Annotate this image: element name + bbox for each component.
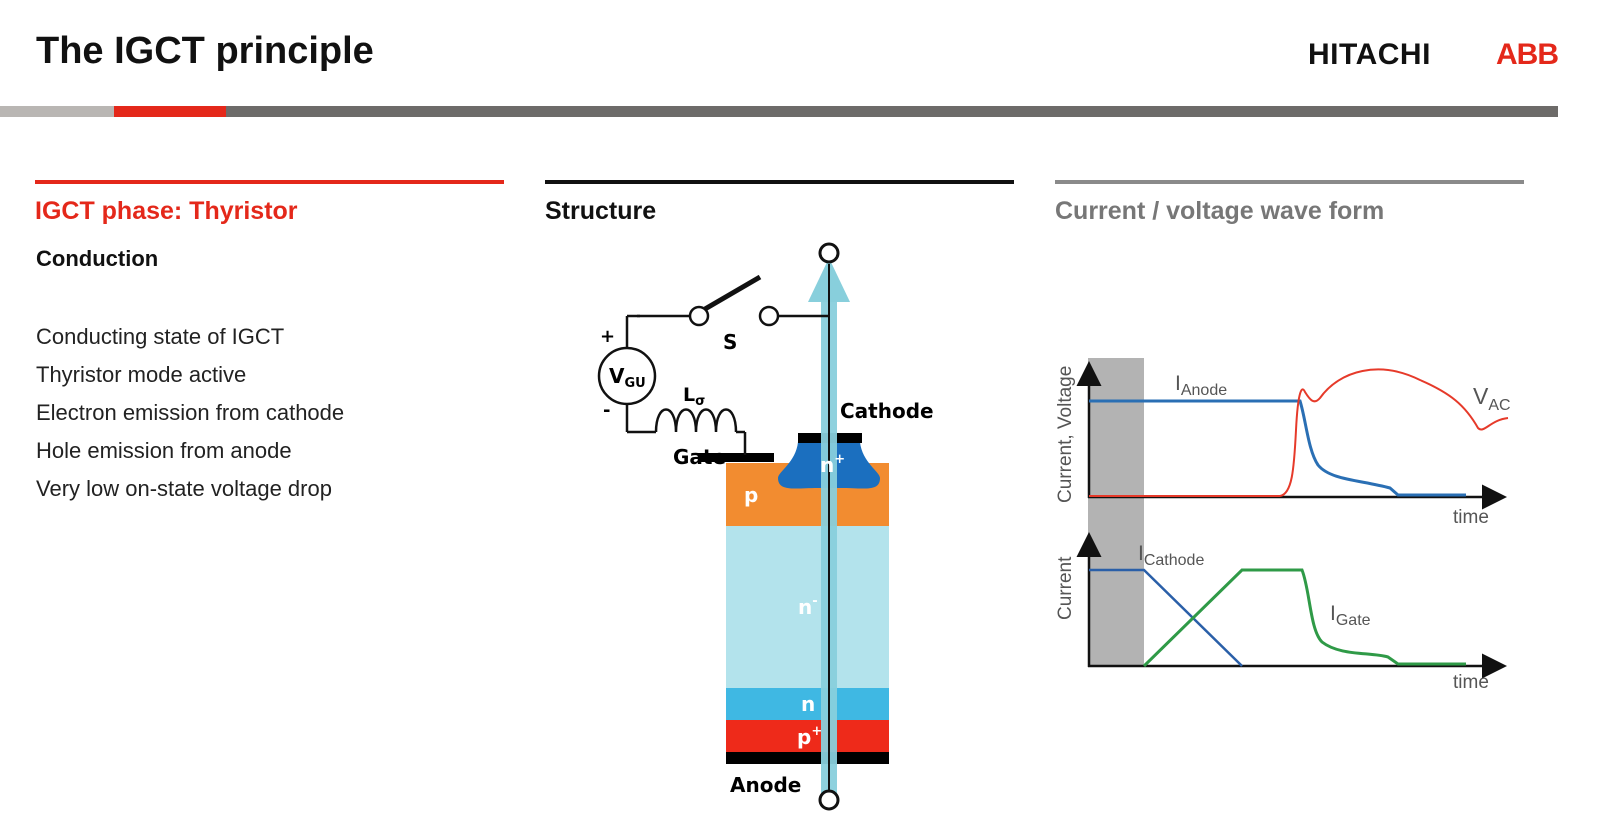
bottom-terminal-icon	[818, 789, 840, 811]
i-cathode-curve	[1089, 568, 1243, 667]
n-plus-label: n+	[820, 452, 845, 477]
top-terminal-icon	[818, 242, 840, 264]
right-column-rule	[1055, 180, 1524, 184]
switch-blade-icon	[703, 274, 762, 312]
p-plus-label: p+	[797, 724, 822, 749]
i-anode-label: IAnode	[1175, 372, 1227, 399]
conduction-phase-shading	[1088, 358, 1144, 666]
i-cathode-label: ICathode	[1138, 542, 1204, 569]
plus-label: +	[600, 326, 615, 347]
list-item: Very low on-state voltage drop	[36, 476, 332, 501]
n-layer	[726, 688, 889, 720]
i-gate-curve	[1142, 568, 1466, 668]
cathode-label: Cathode	[840, 399, 934, 423]
description-list: Conducting state of IGCT Thyristor mode …	[36, 318, 344, 508]
hitachi-logo: HITACHI	[1308, 38, 1431, 71]
switch-label: S	[723, 330, 737, 354]
header-bar-segment-light	[0, 106, 114, 117]
anode-contact	[726, 752, 889, 764]
phase-heading: IGCT phase: Thyristor	[35, 197, 298, 225]
v-ac-label: VAC	[1473, 383, 1511, 414]
list-item: Conducting state of IGCT	[36, 324, 285, 349]
header-bar-segment-dark	[226, 106, 1558, 117]
p-layer-label: p	[744, 483, 758, 507]
i-gate-label: IGate	[1330, 602, 1371, 629]
switch-contact-icon	[688, 305, 710, 327]
left-column-rule	[35, 180, 504, 184]
i-anode-curve	[1089, 399, 1466, 497]
vgu-label: VGU	[609, 364, 646, 391]
middle-column-rule	[545, 180, 1014, 184]
top-ylabel: Current, Voltage	[1055, 366, 1076, 503]
top-time-label: time	[1453, 507, 1489, 528]
structure-heading: Structure	[545, 197, 657, 225]
inductor-icon	[654, 408, 738, 433]
conduction-subheading: Conduction	[36, 246, 159, 271]
list-item: Thyristor mode active	[36, 362, 247, 387]
minus-label: -	[603, 400, 610, 421]
gate-label: Gate	[673, 445, 726, 469]
waveform-heading: Current / voltage wave form	[1055, 197, 1385, 225]
bottom-ylabel: Current	[1055, 556, 1076, 620]
v-ac-curve	[1089, 368, 1509, 497]
igct-structure-diagram: + - VGU S Lσ Gate Cathode Anode p n+ n- …	[597, 242, 934, 811]
abb-logo: ABB	[1496, 38, 1559, 71]
n-minus-label: n-	[798, 594, 818, 619]
p-plus-layer	[726, 720, 889, 752]
header-bar-segment-accent	[114, 106, 226, 117]
inductor-label: Lσ	[683, 384, 705, 409]
n-layer-label: n	[801, 692, 815, 716]
bottom-time-label: time	[1453, 672, 1489, 693]
list-item: Hole emission from anode	[36, 438, 292, 463]
gate-contact	[698, 453, 774, 462]
list-item: Electron emission from cathode	[36, 400, 345, 425]
switch-contact-icon	[758, 305, 780, 327]
anode-label: Anode	[730, 773, 801, 797]
n-minus-layer	[726, 526, 889, 688]
waveform-diagram: Current, Voltage time IAnode VAC Current…	[1055, 358, 1511, 693]
page-title: The IGCT principle	[36, 30, 374, 72]
